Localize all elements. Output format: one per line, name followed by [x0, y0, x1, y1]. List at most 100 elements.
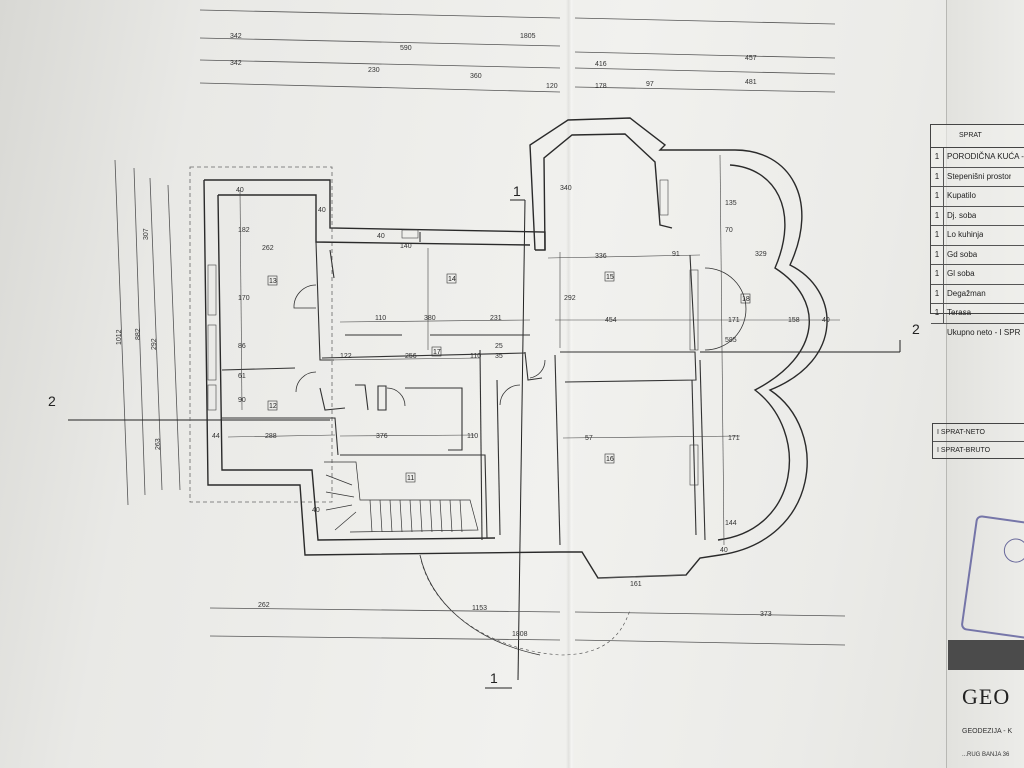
legend-row-num: 1	[931, 167, 944, 186]
dim-label: 457	[745, 55, 757, 62]
legend-footer-row: Ukupno neto - I SPR	[931, 324, 1024, 343]
dim-label: 40	[318, 207, 326, 214]
dim-label: 373	[760, 611, 772, 618]
room-15-label: 15	[606, 274, 614, 281]
dim-label: 340	[560, 185, 572, 192]
dim-label: 342	[230, 60, 242, 67]
dim-label: 110	[375, 315, 386, 322]
dim-label: 1805	[520, 33, 536, 40]
legend-row-text: Lo kuhinja	[947, 230, 984, 239]
dim-label: 262	[262, 245, 274, 252]
dim-label: 44	[212, 433, 220, 440]
legend-row-num: 1	[931, 226, 944, 245]
legend-footer: Ukupno neto - I SPR	[947, 327, 1021, 337]
dim-label: 231	[490, 315, 502, 322]
logo-band	[948, 640, 1024, 670]
left-dimension-labels: 307 1012 882 292 263	[116, 228, 162, 450]
section-mark-2-left: 2	[48, 393, 56, 409]
dim-label: 35	[495, 353, 503, 360]
total-bruto: I SPRAT-BRUTO	[937, 447, 991, 454]
left-dimension-lines	[114, 159, 181, 506]
section-mark-1-bottom: 1	[490, 670, 498, 686]
staircase	[324, 461, 479, 533]
legend-row-text: Dj. soba	[947, 210, 977, 220]
company-subtitle: GEODEZIJA - K	[962, 728, 1013, 735]
dim-label: 40	[377, 233, 385, 240]
legend-header: SPRAT	[931, 125, 1024, 148]
door-swings	[293, 267, 747, 656]
legend-row-num: 1	[931, 265, 944, 284]
dim-label: 307	[143, 228, 150, 240]
legend-row-text: Gl soba	[947, 269, 975, 278]
dim-label: 86	[238, 343, 246, 350]
dim-label: 182	[238, 227, 250, 234]
dim-label: 288	[265, 433, 277, 440]
section-markers: 1 1 2 2	[48, 183, 920, 686]
dim-label: 161	[630, 581, 642, 588]
area-totals-table: I SPRAT-NETO I SPRAT-BRUTO	[932, 423, 1024, 459]
dim-label: 1808	[512, 631, 528, 638]
dim-label: 40	[822, 317, 830, 324]
balcony-outline	[189, 166, 333, 503]
legend-row-num: 1	[931, 206, 944, 225]
dim-label: 454	[605, 317, 617, 324]
legend-row-num: 1	[931, 148, 944, 167]
dim-label: 292	[564, 295, 576, 302]
dim-label: 97	[646, 81, 654, 88]
dim-label: 292	[151, 338, 158, 350]
dim-label: 61	[238, 373, 246, 380]
top-dimension-lines	[199, 9, 836, 93]
room-17-label: 17	[433, 349, 441, 356]
dim-label: 1012	[116, 329, 123, 345]
bottom-dimension-labels: 262 1153 373 1808 161	[258, 581, 772, 638]
dim-label: 171	[728, 317, 740, 324]
exterior-walls	[203, 117, 828, 579]
interior-dimension-labels: 40 182 40 262 170 86 61 90 40 140 110 38…	[212, 185, 830, 554]
dim-label: 120	[546, 83, 558, 90]
dim-label: 882	[135, 328, 142, 340]
dim-label: 40	[236, 187, 244, 194]
section-mark-2-right: 2	[912, 321, 920, 337]
company-address: ...RUG BANJA 36	[962, 752, 1010, 758]
dim-label: 57	[585, 435, 593, 442]
legend-row-text: PORODIČNA KUĆA - Pet	[947, 152, 1024, 161]
dim-label: 140	[400, 243, 412, 250]
room-18-label: 18	[742, 296, 750, 303]
bottom-dimension-lines	[209, 574, 846, 646]
terrace-arc	[419, 554, 631, 656]
room-13-label: 13	[269, 278, 277, 285]
legend-row-num: 1	[931, 284, 944, 303]
dim-label: 135	[725, 200, 737, 207]
dim-label: 110	[470, 353, 481, 360]
dim-label: 171	[728, 435, 740, 442]
legend-row-text: Terasa	[947, 308, 972, 317]
legend-row-text: Kupatilo	[947, 191, 976, 200]
paper-fold	[566, 0, 574, 768]
dim-label: 585	[725, 337, 737, 344]
stamp-seal-icon	[1002, 536, 1024, 565]
room-16-label: 16	[606, 456, 614, 463]
dim-label: 416	[595, 61, 607, 68]
dim-label: 178	[595, 83, 607, 90]
windows	[207, 179, 699, 486]
dim-label: 336	[595, 253, 607, 260]
legend-row-text: Degažman	[947, 288, 986, 298]
total-neto: I SPRAT-NETO	[933, 424, 1024, 442]
dim-label: 170	[238, 295, 250, 302]
legend-row-text: Stepenišni prostor	[947, 171, 1012, 181]
legend-row-text: Gd soba	[947, 249, 978, 259]
dim-label: 25	[495, 343, 503, 350]
company-logo: GEO	[962, 684, 1011, 709]
room-14-label: 14	[448, 276, 456, 283]
dim-label: 230	[368, 67, 380, 74]
